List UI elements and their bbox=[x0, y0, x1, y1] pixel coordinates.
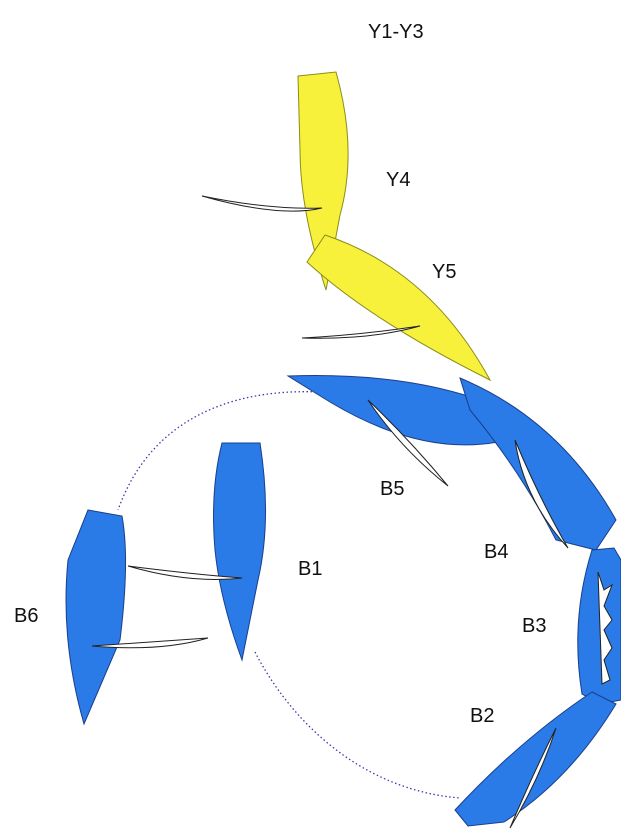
boat-b4 bbox=[460, 378, 616, 550]
label-b2: B2 bbox=[470, 705, 494, 727]
boat-y5 bbox=[302, 235, 490, 380]
boat-y5-hull bbox=[307, 235, 490, 380]
boat-b1-hull bbox=[214, 443, 266, 660]
boat-b3 bbox=[578, 548, 621, 704]
boat-b3-hull bbox=[578, 548, 621, 704]
boat-b6 bbox=[66, 510, 208, 724]
label-b4: B4 bbox=[484, 541, 508, 563]
label-y5: Y5 bbox=[432, 261, 456, 283]
boat-b1 bbox=[128, 443, 266, 660]
label-b1: B1 bbox=[298, 558, 322, 580]
boat-b4-hull bbox=[460, 378, 616, 550]
boat-b6-hull bbox=[66, 510, 126, 724]
label-b5: B5 bbox=[380, 478, 404, 500]
blue-boat-track-lower bbox=[255, 652, 460, 798]
label-b3: B3 bbox=[522, 615, 546, 637]
label-y4: Y4 bbox=[386, 169, 410, 191]
label-b6: B6 bbox=[14, 605, 38, 627]
label-y1-y3: Y1-Y3 bbox=[368, 21, 424, 43]
